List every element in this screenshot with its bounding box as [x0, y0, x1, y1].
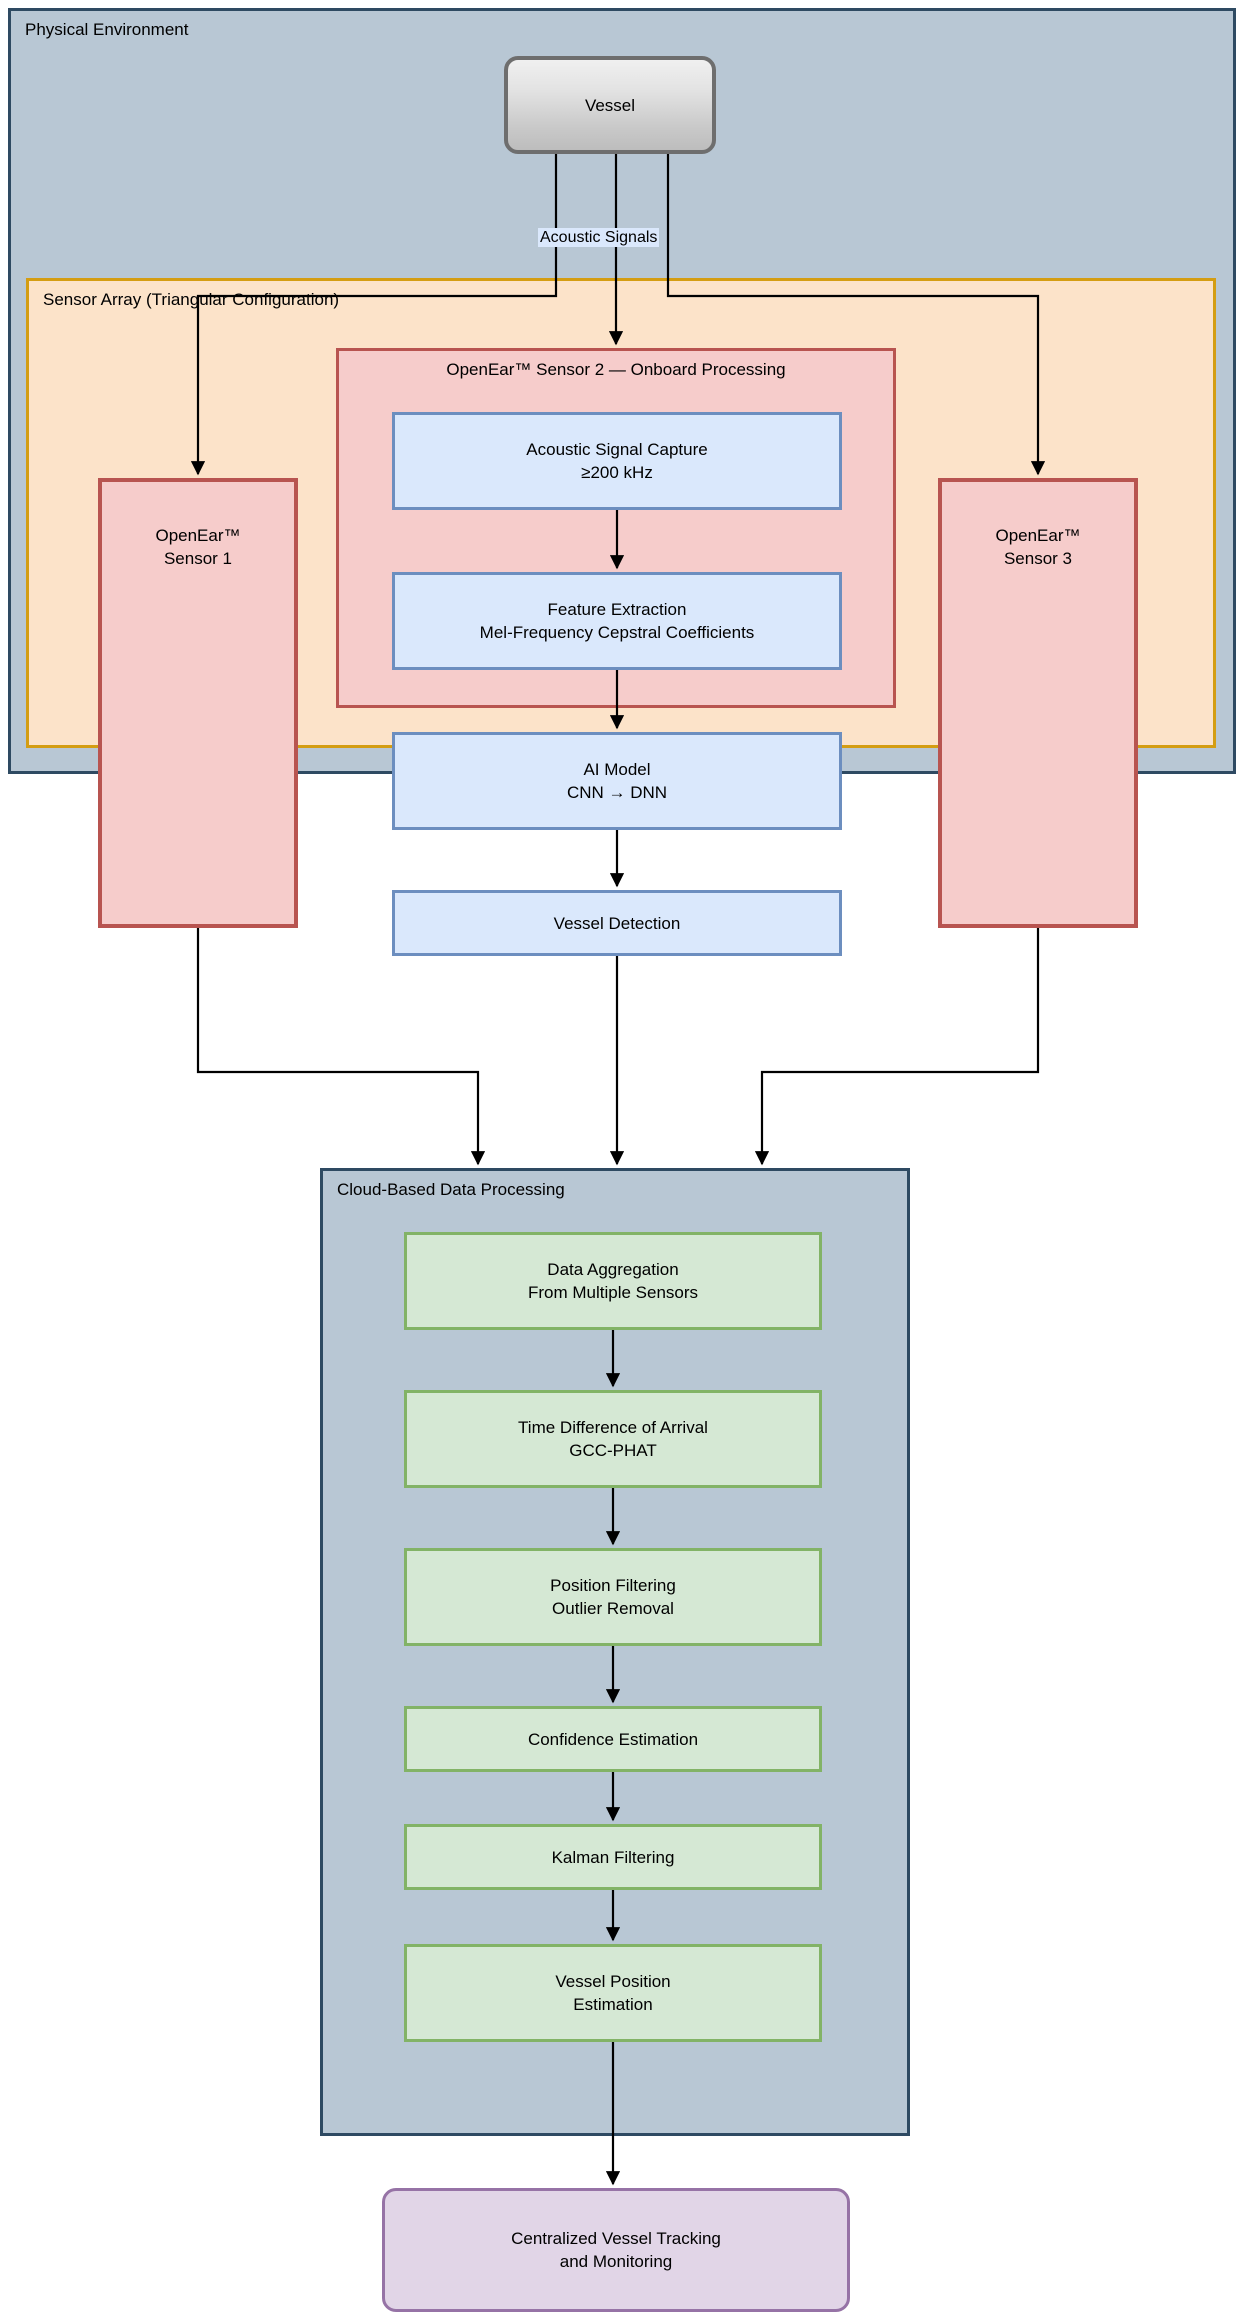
group-physical-environment-label: Physical Environment: [25, 20, 189, 39]
node-time-difference-of-arrival[interactable]: Time Difference of Arrival GCC-PHAT: [404, 1390, 822, 1488]
node-openear-sensor-1[interactable]: OpenEar™ Sensor 1: [98, 478, 298, 928]
node-vessel-detection[interactable]: Vessel Detection: [392, 890, 842, 956]
node-kalman-filtering[interactable]: Kalman Filtering: [404, 1824, 822, 1890]
node-position-filtering[interactable]: Position Filtering Outlier Removal: [404, 1548, 822, 1646]
node-data-aggregation[interactable]: Data Aggregation From Multiple Sensors: [404, 1232, 822, 1330]
node-acoustic-signal-capture[interactable]: Acoustic Signal Capture ≥200 kHz: [392, 412, 842, 510]
node-vessel-position-estimation[interactable]: Vessel Position Estimation: [404, 1944, 822, 2042]
node-ai-model[interactable]: AI Model CNN → DNN: [392, 732, 842, 830]
group-sensor-array-label: Sensor Array (Triangular Configuration): [43, 290, 340, 309]
node-centralized-vessel-tracking[interactable]: Centralized Vessel Tracking and Monitori…: [382, 2188, 850, 2312]
node-confidence-estimation[interactable]: Confidence Estimation: [404, 1706, 822, 1772]
group-sensor2-label: OpenEar™ Sensor 2 — Onboard Processing: [446, 360, 786, 379]
node-feature-extraction[interactable]: Feature Extraction Mel-Frequency Cepstra…: [392, 572, 842, 670]
node-vessel[interactable]: Vessel: [504, 56, 716, 154]
node-openear-sensor-3[interactable]: OpenEar™ Sensor 3: [938, 478, 1138, 928]
edge-label-acoustic-signals: Acoustic Signals: [538, 228, 660, 247]
group-cloud-label: Cloud-Based Data Processing: [337, 1180, 565, 1199]
